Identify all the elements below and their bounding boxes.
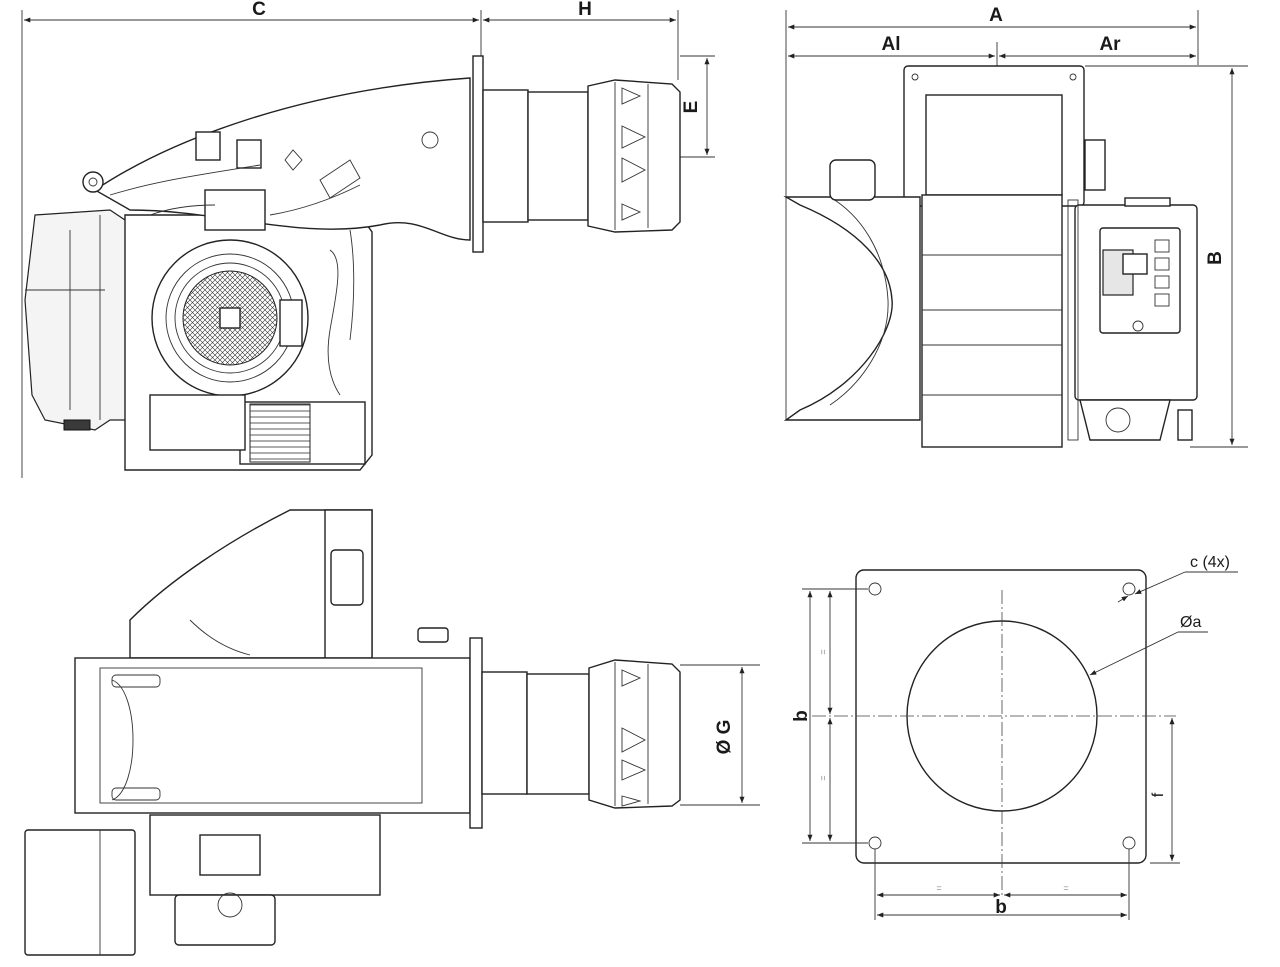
dimension-b-vertical: b = =: [791, 588, 868, 844]
dimension-g-label: Ø G: [714, 720, 735, 755]
dimension-a-diameter: Øa: [1089, 614, 1208, 676]
dimension-b-horizontal: b = =: [874, 849, 1130, 920]
dimension-b-horizontal-label: b: [995, 897, 1007, 918]
dimension-b-label: B: [1205, 251, 1226, 265]
dimension-c-holes: c (4x): [1117, 554, 1238, 603]
equal-mark: =: [936, 883, 941, 893]
dimension-a-label: A: [989, 5, 1003, 26]
dimension-a-diameter-label: Øa: [1180, 614, 1201, 631]
dimension-e-label: E: [681, 101, 702, 114]
dimension-e: E: [680, 55, 715, 158]
dimension-ar-label: Ar: [1099, 34, 1121, 55]
dimension-h-label: H: [578, 0, 592, 20]
dimension-c-holes-label: c (4x): [1190, 554, 1230, 571]
bolt-hole: [1122, 582, 1136, 596]
dimension-al-label: Al: [882, 34, 901, 55]
dimension-h: H: [483, 0, 679, 80]
dimension-f-label: f: [1150, 792, 1167, 797]
side-view: C H E: [21, 0, 715, 478]
equal-mark: =: [1063, 883, 1068, 893]
front-view: A Al Ar B: [783, 5, 1248, 448]
dimension-al-ar: Al Ar: [788, 34, 1196, 66]
bolt-hole: [868, 582, 882, 596]
dimension-c: C: [21, 0, 482, 478]
flange-view: c (4x) Øa b = = b = =: [791, 554, 1238, 920]
top-view: Ø G: [24, 509, 760, 956]
equal-mark: =: [818, 775, 828, 780]
dimension-a: A: [785, 5, 1199, 420]
dimension-g: Ø G: [680, 664, 760, 806]
dimension-c-label: C: [252, 0, 266, 20]
dimension-f: f: [1150, 718, 1180, 864]
equal-mark: =: [818, 649, 828, 654]
dimension-b-vertical-label: b: [791, 710, 812, 722]
dimension-b-height: B: [1085, 65, 1248, 448]
